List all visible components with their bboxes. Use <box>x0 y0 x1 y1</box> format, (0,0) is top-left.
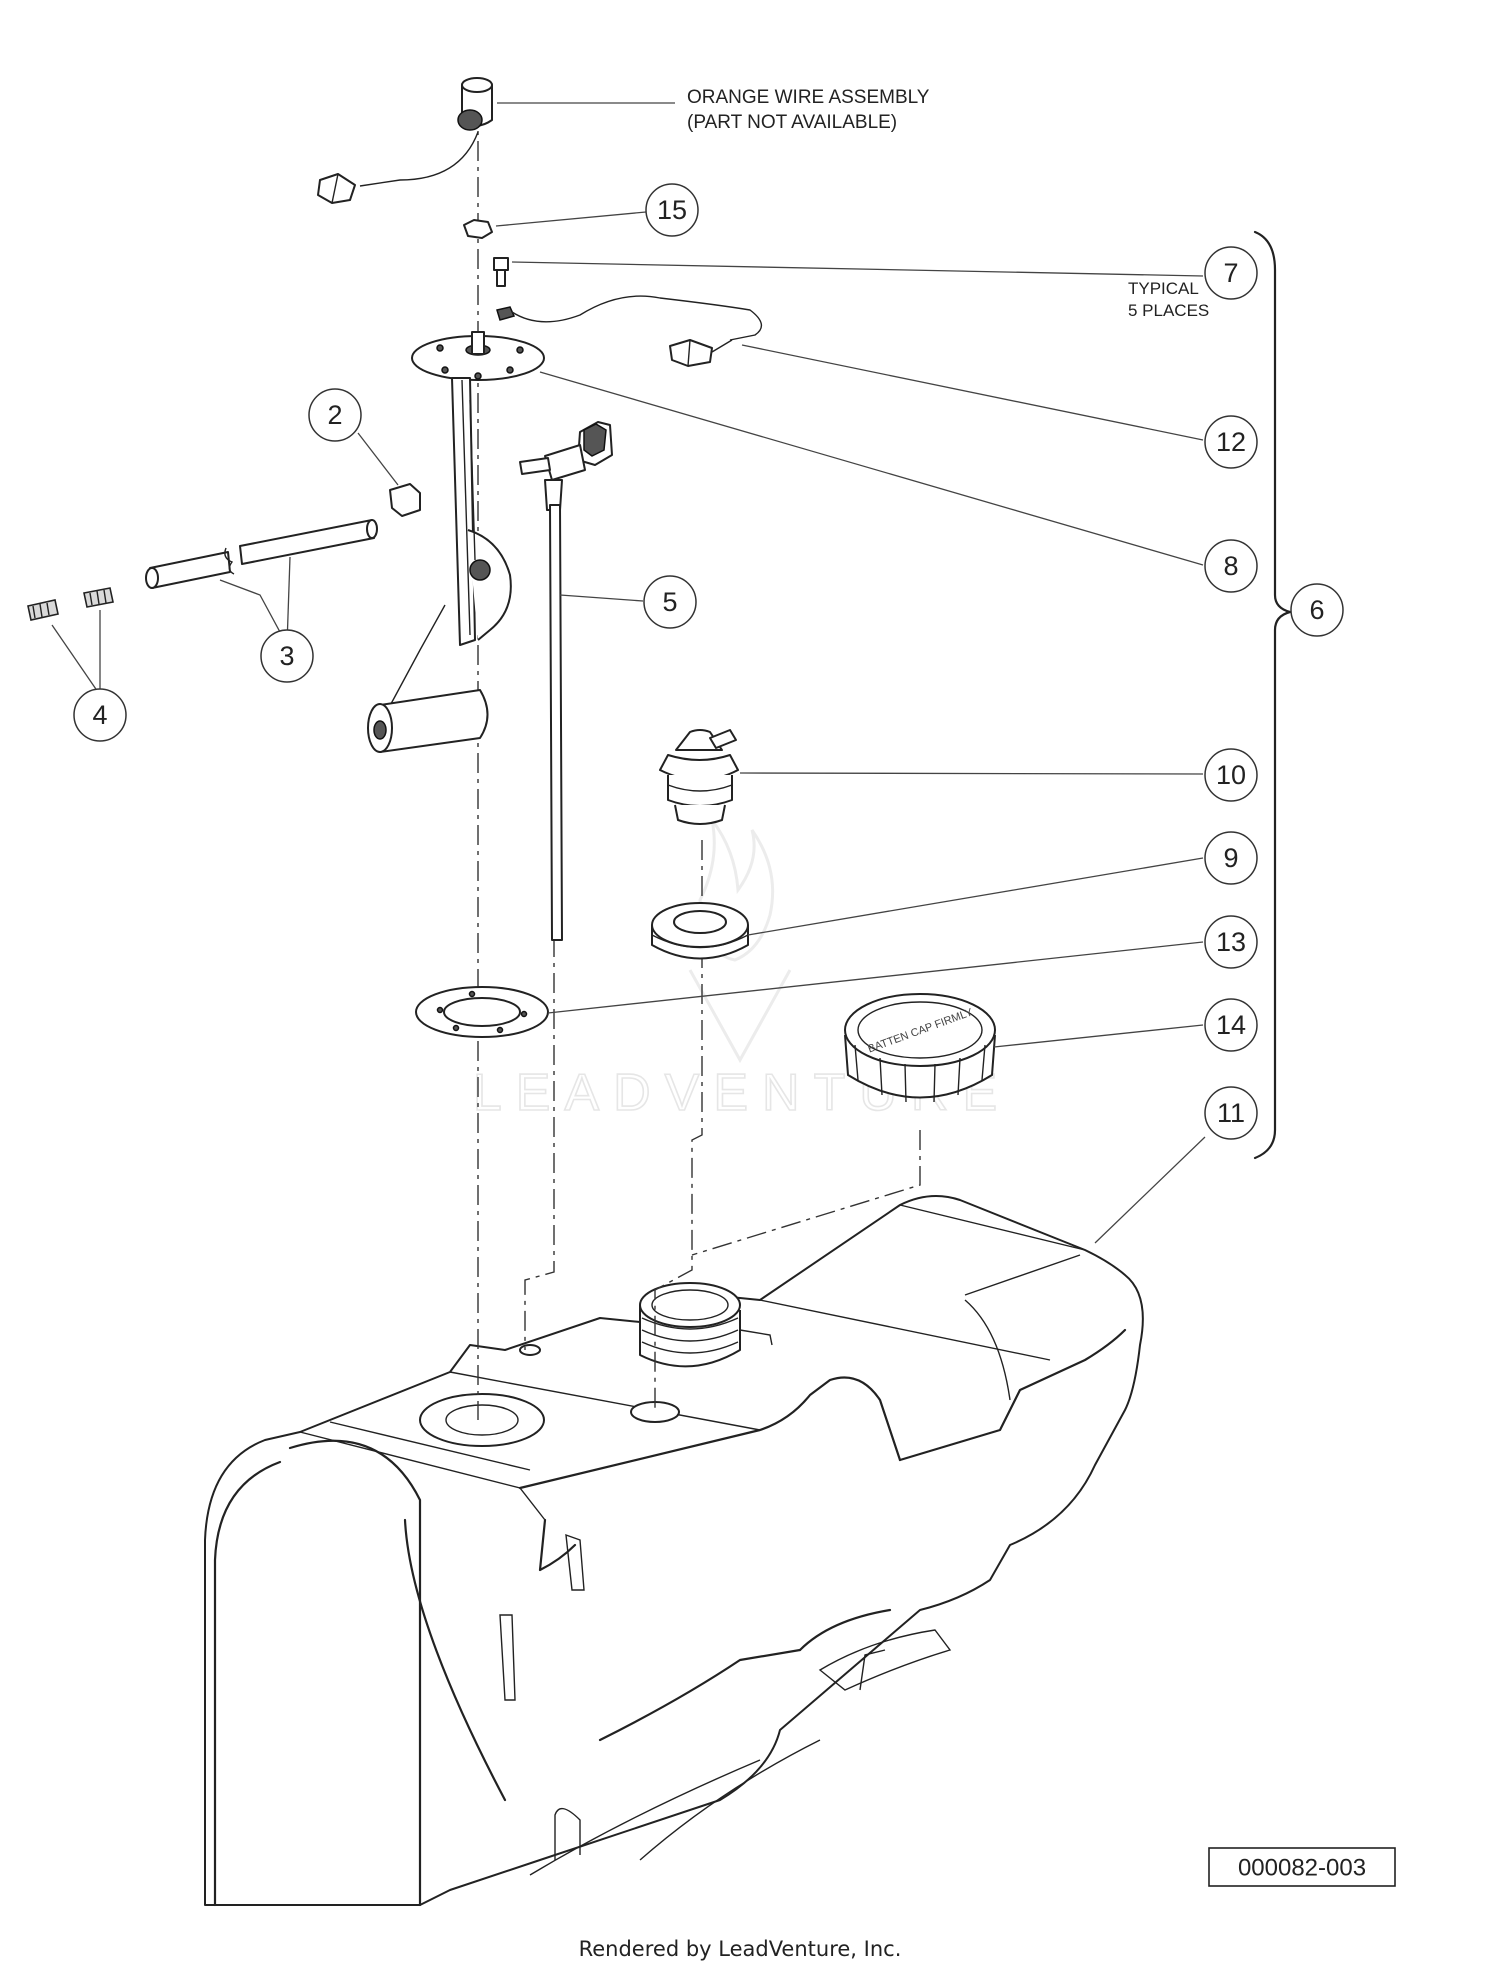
orange-wire-note-line1: ORANGE WIRE ASSEMBLY <box>687 87 930 108</box>
fuel-sender-8 <box>367 331 545 753</box>
orange-wire-note-line2: (PART NOT AVAILABLE) <box>687 112 897 133</box>
drawing-number-box: 000082-003 <box>1208 1847 1396 1887</box>
callout-balloon: 2 <box>308 388 362 442</box>
callout-label: 9 <box>1223 843 1238 873</box>
callout-label: 14 <box>1216 1010 1246 1040</box>
callout-label: 7 <box>1223 258 1238 288</box>
callout-balloon: 6 <box>1290 583 1344 637</box>
typical-note-line1: TYPICAL <box>1128 279 1199 298</box>
callout-label: 3 <box>279 641 294 671</box>
assembly-lines <box>477 105 921 1420</box>
typical-note-line2: 5 PLACES <box>1128 301 1209 320</box>
group-bracket-6 <box>1253 230 1292 1160</box>
callout-label: 5 <box>662 587 677 617</box>
callout-label: 13 <box>1216 927 1246 957</box>
grommet-9 <box>651 902 749 960</box>
hose-clamps-4 <box>27 587 114 621</box>
clip-2 <box>389 483 421 517</box>
callout-balloon: 9 <box>1204 831 1258 885</box>
callout-balloon: 14 <box>1204 998 1258 1052</box>
callout-label: 12 <box>1216 427 1246 457</box>
screw-7 <box>493 257 509 287</box>
orange-wire-assembly <box>317 77 493 204</box>
ground-wire-12 <box>496 295 763 367</box>
drawing-number: 000082-003 <box>1238 1855 1366 1882</box>
fuel-tank <box>204 1195 1144 1907</box>
callout-label: 11 <box>1217 1098 1245 1128</box>
footer-credit: Rendered by LeadVenture, Inc. <box>579 1937 902 1961</box>
pickup-tube-5 <box>519 421 613 941</box>
gasket-13 <box>415 986 549 1038</box>
nut-15 <box>463 219 493 239</box>
leader-lines <box>51 102 1206 1244</box>
fuel-cap-14: BATTEN CAP FIRMLY <box>844 993 996 1103</box>
callout-balloon: 8 <box>1204 539 1258 593</box>
callout-label: 2 <box>327 400 342 430</box>
callout-balloon: 5 <box>643 575 697 629</box>
callout-label: 6 <box>1309 595 1324 625</box>
callout-label: 4 <box>92 700 107 730</box>
callout-balloon: 12 <box>1204 415 1258 469</box>
callout-label: 15 <box>657 195 687 225</box>
notes: ORANGE WIRE ASSEMBLY (PART NOT AVAILABLE… <box>687 87 1209 320</box>
callout-label: 10 <box>1216 760 1246 790</box>
callout-balloon: 11 <box>1204 1086 1258 1140</box>
callout-label: 8 <box>1223 551 1238 581</box>
callout-balloon: 4 <box>73 688 127 742</box>
callout-balloon: 15 <box>645 183 699 237</box>
callout-balloon: 7 <box>1204 246 1258 300</box>
callout-balloon: 13 <box>1204 915 1258 969</box>
fuel-hose-3 <box>145 519 378 589</box>
callout-balloon: 10 <box>1204 748 1258 802</box>
rollover-valve-10 <box>659 729 739 825</box>
callout-balloon: 3 <box>260 629 314 683</box>
